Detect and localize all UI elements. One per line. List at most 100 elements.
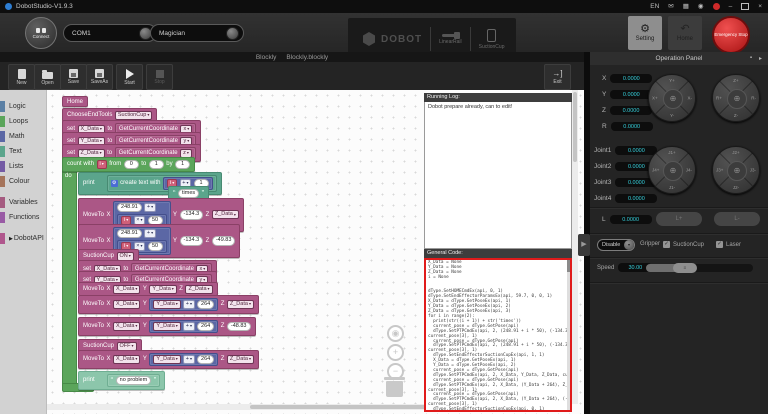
grid-icon[interactable]: ▦ xyxy=(682,3,689,10)
dropdown-field-x-data[interactable]: X_Data▾ xyxy=(113,284,141,294)
value-field[interactable]: 248.91 xyxy=(117,202,142,212)
suction-cup-option[interactable]: ✓ SuctionCup xyxy=(663,241,704,248)
toolbox-category-functions[interactable]: Functions xyxy=(0,210,46,225)
mail-icon[interactable]: ✉ xyxy=(668,3,674,10)
help-icon[interactable]: ◉ xyxy=(697,3,704,10)
jog-button-j3-[interactable]: J3- xyxy=(749,167,756,173)
code-scroll-thumb[interactable] xyxy=(567,260,570,272)
value-field[interactable]: 1 xyxy=(175,159,191,169)
setting-button[interactable]: ⚙ Setting xyxy=(628,16,662,50)
jog-button-y-[interactable]: Y+ xyxy=(669,78,675,83)
jog-button-x-[interactable]: X- xyxy=(687,95,693,101)
device-knob-icon[interactable] xyxy=(226,26,239,40)
nested-block[interactable]: Y_Data▾+▾264 xyxy=(149,319,219,333)
end-effector-selector[interactable]: SuctionCup xyxy=(479,28,504,50)
value-field[interactable]: -134.3 xyxy=(179,236,204,246)
maximize-button[interactable] xyxy=(741,3,750,10)
value-field[interactable]: 264 xyxy=(197,354,215,364)
vertical-scrollbar[interactable] xyxy=(572,90,578,404)
toolbox-category-text[interactable]: Text xyxy=(0,144,46,159)
jog-button-j3-[interactable]: J3+ xyxy=(716,167,724,173)
pin-icon[interactable]: ▪ xyxy=(749,55,752,61)
minimize-button[interactable]: – xyxy=(728,3,733,10)
value-field[interactable]: 264 xyxy=(197,321,215,331)
speed-slider-handle[interactable]: ≡ xyxy=(672,263,697,273)
toolbox-category-colour[interactable]: Colour xyxy=(0,174,46,189)
nested-block[interactable]: Y_Data▾+▾264 xyxy=(149,352,219,366)
toolbox-category-variables[interactable]: Variables xyxy=(0,195,46,210)
jog-pad-y-[interactable]: Y+Y-X+X-⊕ xyxy=(648,74,696,122)
collapse-panel-button[interactable]: ▶ xyxy=(578,234,590,256)
nested-block[interactable]: “no problem” xyxy=(106,373,161,387)
jog-button-x-[interactable]: X+ xyxy=(652,95,658,101)
dropdown-field-x-data[interactable]: X_Data▾ xyxy=(113,321,141,331)
dropdown-field-z-data[interactable]: Z_Data▾ xyxy=(185,284,213,294)
operator-dropdown[interactable]: +▾ xyxy=(183,321,195,331)
value-field[interactable]: 50 xyxy=(147,241,163,251)
l-plus-button[interactable]: L+ xyxy=(656,212,702,226)
dropdown-field-suctioncup[interactable]: SuctionCup▾ xyxy=(114,110,153,120)
jog-pad-j2-[interactable]: J2+J2-J3+J3-⊕ xyxy=(712,146,760,194)
toolbox-category-lists[interactable]: Lists xyxy=(0,159,46,174)
block-print[interactable]: print“no problem” xyxy=(78,371,166,390)
dropdown-field-x-data[interactable]: X_Data▾ xyxy=(113,354,141,364)
connect-button[interactable]: Connect xyxy=(25,17,57,49)
l-minus-button[interactable]: L- xyxy=(714,212,760,226)
jog-button-y-[interactable]: Y- xyxy=(669,113,675,118)
jog-button-j2-[interactable]: J2+ xyxy=(732,150,740,155)
tab-blockly[interactable]: Blockly xyxy=(255,53,277,61)
value-field[interactable]: -48.83 xyxy=(226,321,251,331)
device-select[interactable]: Magician xyxy=(150,24,244,42)
value-field[interactable]: 264 xyxy=(197,299,215,309)
h-scroll-thumb[interactable] xyxy=(250,405,515,409)
value-field[interactable]: -134.3 xyxy=(179,210,204,220)
start-button[interactable]: Start xyxy=(116,64,143,90)
jog-pad-z-[interactable]: Z+Z-R+R-⊕ xyxy=(712,74,760,122)
laser-checkbox[interactable]: ✓ xyxy=(716,241,723,248)
jog-button-j1-[interactable]: J1+ xyxy=(668,150,676,155)
block--[interactable]: “times” xyxy=(168,186,210,201)
jog-button-j4-[interactable]: J4+ xyxy=(652,167,660,173)
value-field[interactable]: 1 xyxy=(148,159,164,169)
value-field[interactable]: -49.83 xyxy=(211,236,236,246)
mutator-gear-icon[interactable]: ⚙ xyxy=(110,179,118,187)
toolbox-category-loops[interactable]: Loops xyxy=(0,114,46,129)
home-button[interactable]: ↶ Home xyxy=(668,16,702,50)
linear-rail-toggle[interactable]: LinearRail xyxy=(439,31,462,45)
suction-cup-checkbox[interactable]: ✓ xyxy=(663,241,670,248)
new-button[interactable]: New xyxy=(8,64,35,90)
dobot-red-icon[interactable] xyxy=(712,3,720,10)
toolbox-category-math[interactable]: Math xyxy=(0,129,46,144)
dropdown-field-z-data[interactable]: Z_Data▾ xyxy=(211,210,239,220)
v-scroll-thumb[interactable] xyxy=(573,92,577,162)
zoom-in-button[interactable]: + xyxy=(387,344,404,361)
panel-menu-icon[interactable]: ▸ xyxy=(758,56,762,62)
horizontal-scrollbar[interactable] xyxy=(47,404,572,410)
nested-block[interactable]: Y_Data▾+▾264 xyxy=(149,297,219,311)
operator-dropdown[interactable]: +▾ xyxy=(144,202,156,212)
trash-can-icon[interactable] xyxy=(384,377,405,397)
saveas-button[interactable]: SaveAs xyxy=(86,64,113,90)
dropdown-field-y-data[interactable]: Y_Data▾ xyxy=(153,354,181,364)
code-scrollbar[interactable] xyxy=(567,260,570,410)
dropdown-field-y-data[interactable]: Y_Data▾ xyxy=(149,284,177,294)
jog-pad-j1-[interactable]: J1+J1-J4+J4-⊕ xyxy=(648,146,696,194)
jog-button-j4-[interactable]: J4- xyxy=(685,167,692,173)
dropdown-field-z-data[interactable]: Z_Data▾ xyxy=(226,299,254,309)
jog-button-z-[interactable]: Z+ xyxy=(733,78,739,83)
jog-button-j2-[interactable]: J2- xyxy=(732,185,740,190)
block-home[interactable]: Home xyxy=(62,96,89,107)
jog-button-j1-[interactable]: J1- xyxy=(668,185,676,190)
emergency-stop-button[interactable]: Emergency Stop xyxy=(712,16,750,54)
value-field[interactable]: 248.91 xyxy=(117,228,142,238)
com-port-select[interactable]: COM1 xyxy=(63,24,157,42)
